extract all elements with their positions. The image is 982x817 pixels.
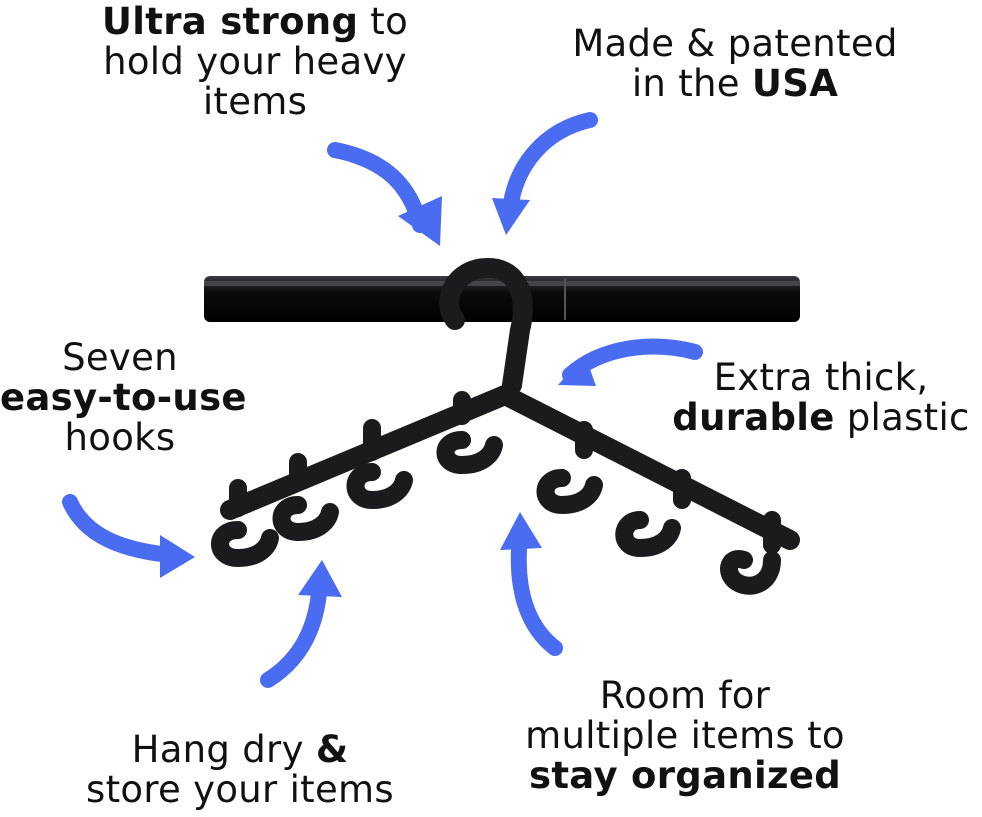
callout-ultra-strong: Ultra strong to hold your heavy items (80, 2, 430, 122)
callout-text: Room for (599, 674, 771, 717)
arrow-head-icon (492, 198, 530, 235)
callout-text: Extra thick, (713, 356, 929, 399)
callout-made-usa: Made & patented in the USA (545, 24, 925, 104)
callout-room: Room for multiple items to stay organize… (500, 676, 870, 796)
arrow-heads (160, 196, 596, 597)
callout-seven-hooks: Seven easy-to-use hooks (0, 336, 246, 459)
arrow-head-icon (558, 355, 596, 386)
callout-bold: Ultra strong (101, 0, 359, 43)
callout-text: to (358, 0, 409, 43)
hanger-icon (211, 258, 800, 595)
callout-text: hooks (64, 416, 176, 459)
callout-bold: easy-to-use (0, 376, 247, 419)
callout-bold: stay organized (529, 754, 841, 797)
callout-text: Hang dry (131, 728, 316, 771)
callout-extra-thick: Extra thick, durable plastic (660, 358, 982, 438)
curved-arrow-icon (62, 494, 178, 563)
closet-rod-icon (204, 276, 800, 322)
callout-text: in the (631, 62, 752, 105)
callout-hang-dry: Hang dry & store your items (60, 730, 420, 810)
callout-text: Seven (62, 336, 178, 379)
curved-arrow-icon (510, 527, 563, 656)
curved-arrow-icon (502, 112, 598, 218)
callout-text: multiple items to (525, 714, 845, 757)
callout-text: store your items (86, 768, 394, 811)
callout-bold: USA (751, 62, 839, 105)
callout-text: plastic (834, 396, 970, 439)
callout-bold: durable (672, 396, 835, 439)
arrow-head-icon (398, 196, 442, 246)
callout-text: hold your heavy (103, 40, 407, 83)
arrow-head-icon (160, 535, 195, 578)
callout-bold: & (315, 728, 349, 771)
callout-text: Made & patented (572, 22, 898, 65)
arrow-head-icon (298, 560, 342, 597)
arrow-head-icon (500, 512, 542, 550)
callout-text: items (202, 80, 308, 123)
